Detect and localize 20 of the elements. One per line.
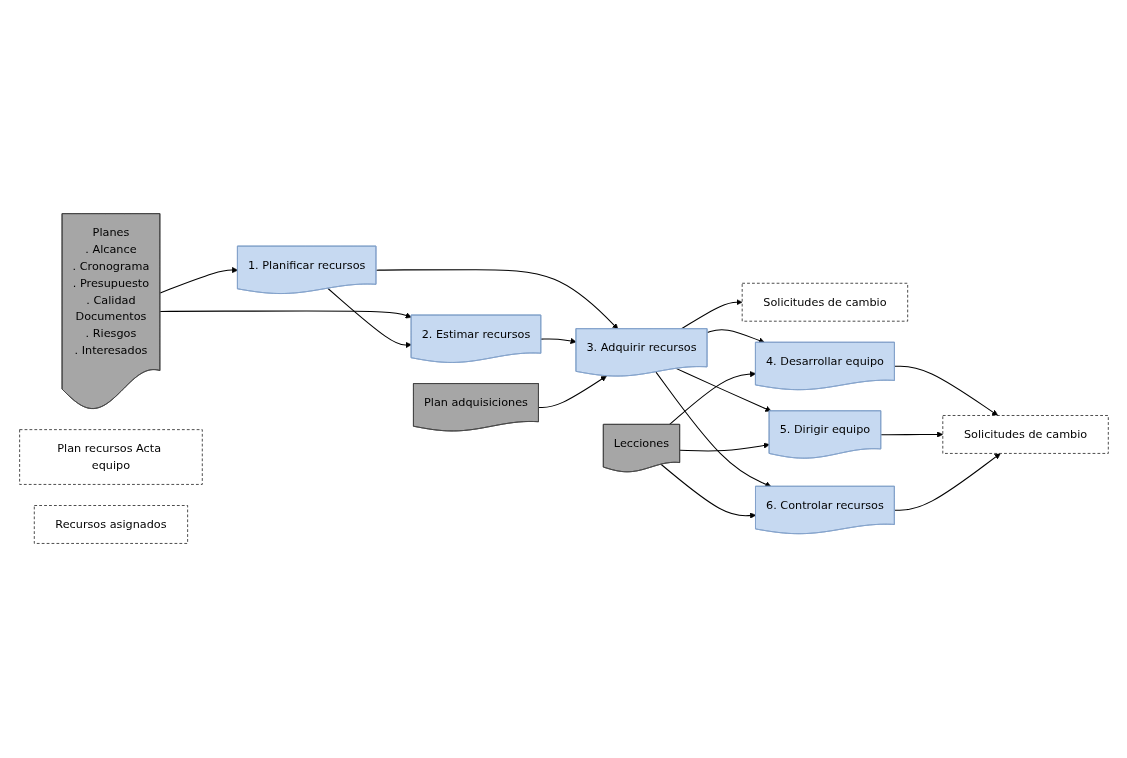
arrow bbox=[655, 372, 771, 488]
arrow bbox=[680, 299, 742, 330]
arrow bbox=[537, 376, 607, 409]
arrow bbox=[893, 366, 998, 417]
arrow bbox=[159, 311, 412, 319]
arrow bbox=[880, 431, 943, 439]
arrow bbox=[327, 288, 412, 349]
node-box: Solicitudes de cambio bbox=[942, 415, 1109, 455]
arrow bbox=[893, 453, 1001, 512]
arrow bbox=[668, 371, 756, 426]
arrow bbox=[540, 338, 577, 345]
arrow bbox=[159, 267, 238, 294]
arrow bbox=[706, 329, 765, 344]
arrow bbox=[679, 442, 770, 452]
arrow bbox=[375, 269, 618, 330]
node-box: Solicitudes de cambio bbox=[741, 283, 908, 322]
arrow bbox=[675, 368, 771, 413]
node-box: Plan recursos Acta equipo bbox=[18, 429, 203, 486]
arrow bbox=[660, 464, 756, 520]
node-box: Recursos asignados bbox=[33, 505, 188, 545]
